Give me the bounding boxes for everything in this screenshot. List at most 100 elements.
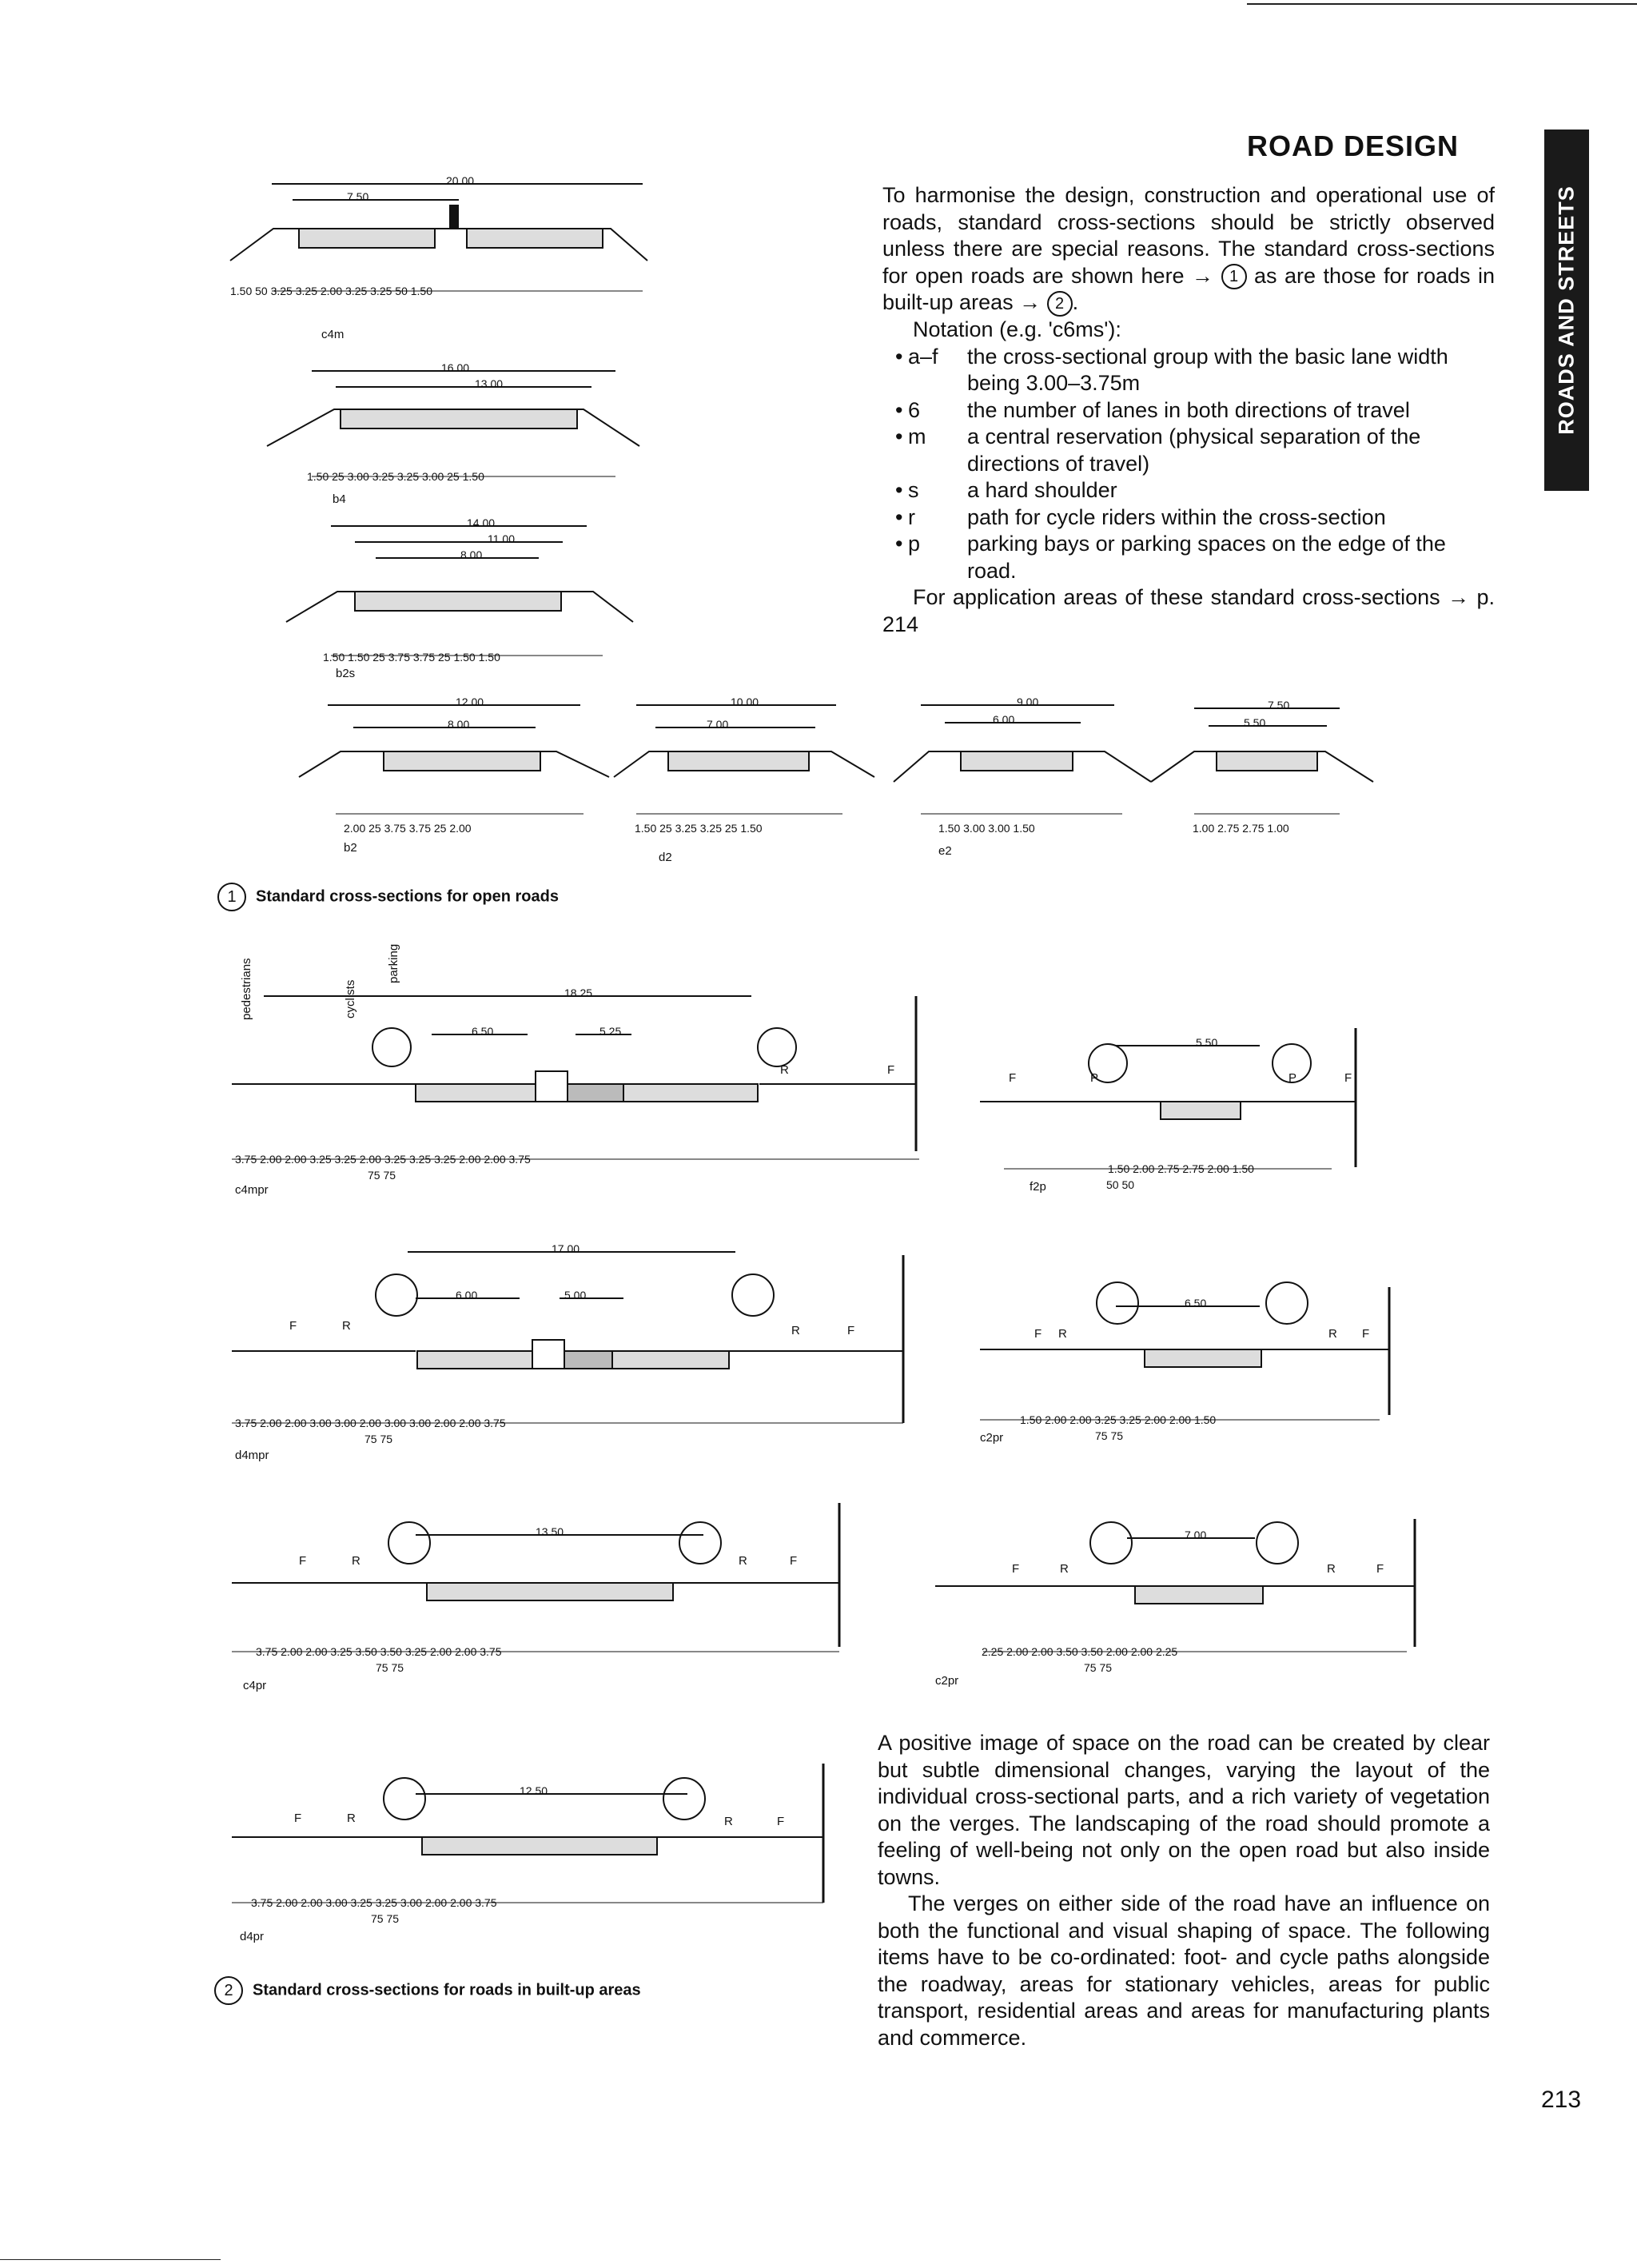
- dim-total: 20.00: [446, 174, 475, 187]
- label-r: R: [1328, 1327, 1337, 1341]
- dim-parts: 2.00 25 3.75 3.75 25 2.00: [344, 822, 472, 835]
- cross-section-drawing: [980, 1028, 1357, 1170]
- label-p: P: [1090, 1071, 1099, 1085]
- dim-sub: 7.00: [707, 718, 729, 731]
- dim-total: 18.25: [564, 987, 593, 999]
- label-f: F: [887, 1063, 895, 1077]
- cross-section-drawing: [935, 1519, 1416, 1652]
- dim-sub-parts: 50 50: [1106, 1178, 1135, 1191]
- label-parking: parking: [387, 943, 400, 983]
- dim-sub: 7.50: [347, 190, 369, 203]
- dim-total: 6.50: [1185, 1297, 1207, 1309]
- dim-total: 12.50: [520, 1784, 548, 1797]
- cross-section-c4m: 20.00 7.50 1.50 50 3.25 3.25 2.00 3.25 3…: [227, 171, 675, 341]
- label-f: F: [790, 1554, 798, 1568]
- dim-total: 7.50: [1268, 699, 1290, 711]
- section-code: b4: [333, 492, 346, 506]
- section-code: d2: [659, 851, 672, 864]
- dim-total: 9.00: [1017, 696, 1039, 708]
- dim-sub-parts: 75 75: [1095, 1429, 1124, 1442]
- dim-sub-parts: 75 75: [1084, 1661, 1113, 1674]
- dim-total: 7.00: [1185, 1529, 1207, 1541]
- section-tab: ROADS AND STREETS: [1544, 130, 1589, 491]
- notation-heading: Notation (e.g. 'c6ms'):: [913, 317, 1121, 342]
- figure-ref-1[interactable]: 1: [1221, 264, 1247, 290]
- dim-parts: 2.25 2.00 2.00 3.50 3.50 2.00 2.00 2.25: [982, 1645, 1178, 1658]
- cross-section-drawing: [613, 704, 875, 815]
- section-code: c4pr: [243, 1679, 267, 1692]
- cross-section-c4mpr: pedestrians cyclists parking 18.25 6.50 …: [232, 943, 951, 1199]
- dim-parts: 3.75 2.00 2.00 3.00 3.00 2.00 3.00 3.00 …: [235, 1417, 506, 1429]
- intro-text-1: To harmonise the design, construction an…: [882, 183, 1495, 288]
- notation-text: parking bays or parking spaces on the ed…: [967, 532, 1446, 583]
- cross-section-drawing: [980, 1281, 1391, 1421]
- label-f: F: [847, 1324, 855, 1337]
- label-f: F: [294, 1812, 302, 1825]
- figure-2-number: 2: [214, 1976, 243, 2005]
- cross-section-drawing: [232, 1251, 905, 1424]
- cross-section-c2pr: 6.50 F R R F 1.50 2.00 2.00 3.25 3.25 2.…: [980, 1231, 1404, 1471]
- section-code: e2: [938, 844, 952, 858]
- dim-parts: 1.00 2.75 2.75 1.00: [1193, 822, 1289, 835]
- dim-parts: 1.50 1.50 25 3.75 3.75 25 1.50 1.50: [323, 651, 500, 664]
- label-r: R: [342, 1319, 351, 1333]
- label-f: F: [1034, 1327, 1042, 1341]
- notation-text: path for cycle riders within the cross-s…: [967, 504, 1386, 529]
- figure-ref-2[interactable]: 2: [1046, 291, 1073, 317]
- section-code: c2pr: [935, 1674, 959, 1688]
- cross-section-drawing: [285, 525, 634, 656]
- dim-sub-2: 5.25: [599, 1025, 622, 1038]
- dim-sub-2: 5.00: [564, 1289, 587, 1301]
- notation-key: m: [908, 425, 926, 449]
- cross-section-narrow: 7.50 5.50 1.00 2.75 2.75 1.00: [1148, 694, 1388, 862]
- label-r: R: [352, 1554, 360, 1568]
- notation-key: 6: [908, 397, 921, 422]
- notation-key: p: [908, 532, 921, 556]
- intro-text: To harmonise the design, construction an…: [882, 182, 1495, 638]
- body-paragraph-1: A positive image of space on the road ca…: [878, 1731, 1490, 1889]
- section-code: d4pr: [240, 1930, 265, 1943]
- body-paragraph-2: The verges on either side of the road ha…: [878, 1891, 1490, 2050]
- notation-text: the number of lanes in both directions o…: [967, 397, 1410, 422]
- dim-total: 17.00: [552, 1242, 580, 1255]
- cross-section-d4pr: 12.50 F R R F 3.75 2.00 2.00 3.00 3.25 3…: [232, 1735, 863, 1943]
- cross-section-drawing: [232, 1764, 825, 1903]
- label-r: R: [780, 1063, 789, 1077]
- cross-section-drawing: [229, 183, 648, 292]
- cross-section-d2: 10.00 7.00 1.50 25 3.25 3.25 25 1.50 d2: [611, 694, 882, 864]
- dim-total: 5.50: [1196, 1036, 1218, 1049]
- label-f: F: [299, 1554, 307, 1568]
- cross-section-drawing: [893, 704, 1152, 815]
- cross-section-b2: 12.00 8.00 2.00 25 3.75 3.75 25 2.00 b2: [296, 694, 615, 862]
- notation-key: s: [908, 478, 919, 503]
- cross-section-drawing: [266, 370, 640, 477]
- section-code: f2p: [1030, 1180, 1046, 1194]
- body-text: A positive image of space on the road ca…: [878, 1730, 1490, 2051]
- top-rule: [1247, 3, 1637, 5]
- dim-sub: 8.00: [448, 718, 470, 731]
- label-f: F: [777, 1815, 785, 1828]
- cross-section-b4: 16.00 13.00 1.50 25 3.00 3.25 3.25 3.00 …: [264, 360, 640, 512]
- dim-total: 10.00: [731, 696, 759, 708]
- section-code: c4mpr: [235, 1183, 269, 1197]
- label-r: R: [1060, 1562, 1069, 1576]
- dim-sub-parts: 75 75: [364, 1433, 393, 1445]
- dim-sub-1: 6.00: [456, 1289, 478, 1301]
- dim-sub: 13.00: [475, 377, 504, 390]
- section-code: d4mpr: [235, 1449, 269, 1462]
- dim-parts: 3.75 2.00 2.00 3.00 3.25 3.25 3.00 2.00 …: [251, 1896, 497, 1909]
- bottom-rule: [0, 2259, 221, 2260]
- section-code: b2s: [336, 667, 356, 680]
- cross-section-drawing: [232, 1503, 841, 1652]
- label-r: R: [1058, 1327, 1067, 1341]
- dim-parts: 1.50 2.00 2.00 3.25 3.25 2.00 2.00 1.50: [1020, 1413, 1217, 1426]
- dim-sub-parts: 75 75: [368, 1169, 396, 1182]
- dim-parts: 1.50 3.00 3.00 1.50: [938, 822, 1035, 835]
- page-number: 213: [1541, 2087, 1582, 2113]
- application-note: For application areas of these standard …: [882, 585, 1495, 636]
- notation-key: r: [908, 504, 915, 529]
